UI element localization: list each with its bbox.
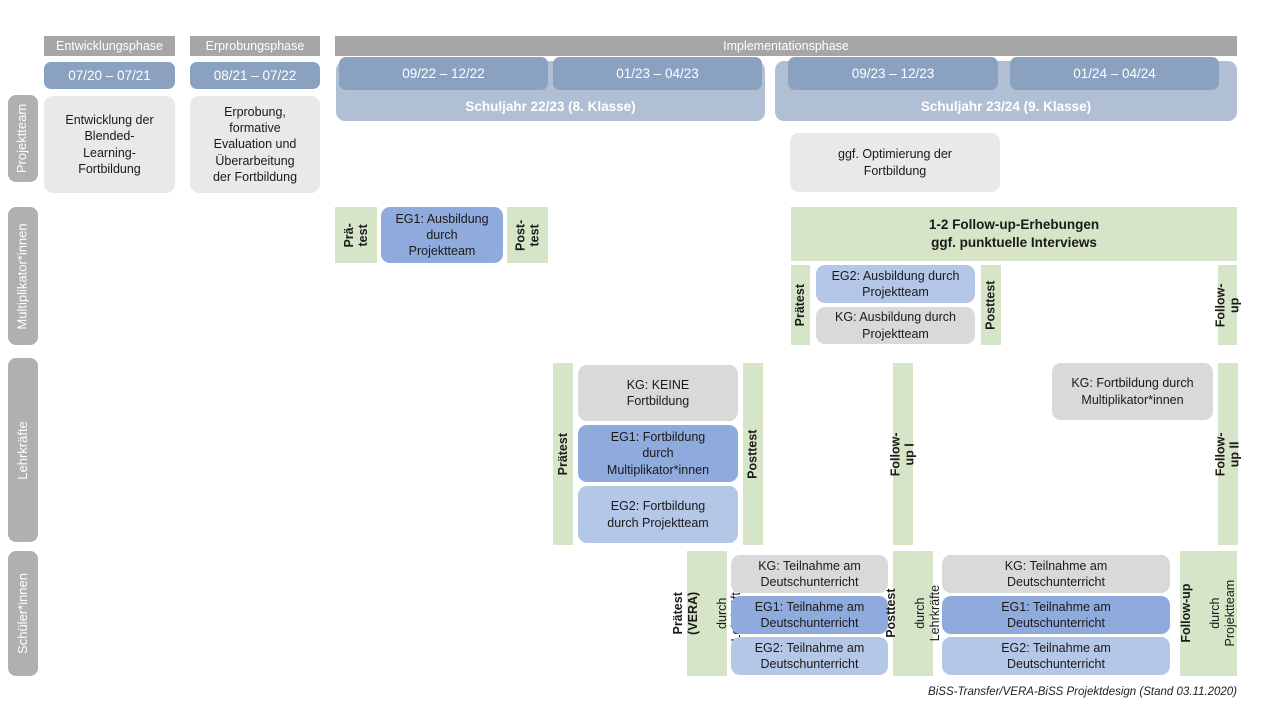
tick-praetest-vera-schueler: Prätest (VERA) durch Lehrkräfte bbox=[671, 551, 743, 676]
posttest-sublabel: durch Lehrkräfte bbox=[913, 585, 942, 642]
row-label-multiplikatorinnen: Multiplikator*innen bbox=[8, 207, 38, 345]
phase-header-entwicklungsphase: Entwicklungsphase bbox=[44, 36, 175, 56]
date-range-0720-0721: 07/20 – 07/21 bbox=[44, 62, 175, 89]
date-range-0821-0722: 08/21 – 07/22 bbox=[190, 62, 320, 89]
box-followup-erhebungen: 1-2 Follow-up-Erhebungen ggf. punktuelle… bbox=[791, 207, 1237, 261]
tick-praetest-multiplikatoren-1: Prä- test bbox=[335, 207, 377, 263]
row-label-multiplikatorinnen-text: Multiplikator*innen bbox=[14, 222, 30, 330]
box-kg-fortbildung-multiplikatoren: KG: Fortbildung durch Multiplikator*inne… bbox=[1052, 363, 1213, 420]
phase-header-erprobungsphase: Erprobungsphase bbox=[190, 36, 320, 56]
tick-posttest-schueler: Posttest durch Lehrkräfte bbox=[884, 551, 941, 676]
tick-followup1-lehrkraefte-text: Follow-up I bbox=[888, 432, 917, 476]
tick-posttest-lehrkraefte: Posttest bbox=[743, 363, 763, 545]
tick-followup-multiplikatoren-text: Follow-up bbox=[1213, 283, 1242, 327]
tick-praetest-lehrkraefte: Prätest bbox=[553, 363, 573, 545]
followup-label: Follow-up bbox=[1179, 583, 1194, 644]
row-label-schuelerinnen: Schüler*innen bbox=[8, 551, 38, 676]
box-kg-keine-fortbildung: KG: KEINE Fortbildung bbox=[578, 365, 738, 421]
posttest-label: Posttest bbox=[884, 588, 899, 639]
praetest-vera-label: Prätest (VERA) bbox=[671, 591, 700, 636]
tick-followup-multiplikatoren: Follow-up bbox=[1213, 265, 1242, 345]
box-kg-teilnahme-2: KG: Teilnahme am Deutschunterricht bbox=[942, 555, 1170, 593]
tick-praetest-multiplikatoren-2: Prätest bbox=[791, 265, 810, 345]
tick-followup2-lehrkraefte: Follow-up II bbox=[1214, 363, 1242, 545]
box-entwicklung-fortbildung: Entwicklung der Blended- Learning- Fortb… bbox=[44, 96, 175, 193]
tick-followup-schueler: Follow-up durch Projektteam bbox=[1180, 551, 1237, 676]
date-range-0922-1222: 09/22 – 12/22 bbox=[339, 57, 548, 90]
tick-praetest-lehrkraefte-text: Prätest bbox=[555, 432, 570, 476]
tick-posttest-multiplikatoren-2-text: Posttest bbox=[983, 280, 998, 330]
date-range-0124-0424: 01/24 – 04/24 bbox=[1010, 57, 1219, 90]
box-eg1-fortbildung-multiplikatoren: EG1: Fortbildung durch Multiplikator*inn… bbox=[578, 425, 738, 482]
tick-praetest-multiplikatoren-2-text: Prätest bbox=[793, 283, 808, 327]
row-label-lehrkraefte: Lehrkräfte bbox=[8, 358, 38, 542]
tick-followup-schueler-text: Follow-up durch Projektteam bbox=[1165, 580, 1251, 647]
box-kg-ausbildung-projektteam: KG: Ausbildung durch Projektteam bbox=[816, 307, 975, 344]
box-eg1-ausbildung-projektteam: EG1: Ausbildung durch Projektteam bbox=[381, 207, 503, 263]
row-label-lehrkraefte-text: Lehrkräfte bbox=[14, 420, 30, 480]
date-range-0123-0423: 01/23 – 04/23 bbox=[553, 57, 762, 90]
followup-sublabel: durch Projektteam bbox=[1208, 580, 1237, 647]
row-label-projektteam: Projektteam bbox=[8, 95, 38, 182]
schoolyear-label-23-24: Schuljahr 23/24 (9. Klasse) bbox=[920, 99, 1092, 114]
box-optimierung-fortbildung: ggf. Optimierung der Fortbildung bbox=[790, 133, 1000, 192]
schoolyear-label-22-23: Schuljahr 22/23 (8. Klasse) bbox=[465, 99, 636, 114]
tick-posttest-lehrkraefte-text: Posttest bbox=[745, 429, 760, 479]
box-eg1-teilnahme-2: EG1: Teilnahme am Deutschunterricht bbox=[942, 596, 1170, 634]
row-label-schuelerinnen-text: Schüler*innen bbox=[14, 573, 30, 654]
box-eg1-teilnahme-1: EG1: Teilnahme am Deutschunterricht bbox=[731, 596, 888, 634]
phase-header-implementationsphase: Implementationsphase bbox=[335, 36, 1237, 56]
tick-praetest-multiplikatoren-1-text: Prä- test bbox=[341, 222, 370, 248]
tick-posttest-multiplikatoren-1: Post- test bbox=[507, 207, 548, 263]
box-eg2-ausbildung-projektteam: EG2: Ausbildung durch Projektteam bbox=[816, 265, 975, 303]
tick-followup2-lehrkraefte-text: Follow-up II bbox=[1213, 432, 1242, 476]
tick-posttest-multiplikatoren-2: Posttest bbox=[981, 265, 1001, 345]
tick-posttest-multiplikatoren-1-text: Post- test bbox=[513, 219, 542, 251]
box-erprobung-evaluation: Erprobung, formative Evaluation und Über… bbox=[190, 96, 320, 193]
box-eg2-fortbildung-projektteam: EG2: Fortbildung durch Projektteam bbox=[578, 486, 738, 543]
date-range-0923-1223: 09/23 – 12/23 bbox=[788, 57, 998, 90]
tick-followup1-lehrkraefte: Follow-up I bbox=[889, 363, 917, 545]
caption-projektdesign: BiSS-Transfer/VERA-BiSS Projektdesign (S… bbox=[928, 686, 1237, 698]
box-eg2-teilnahme-1: EG2: Teilnahme am Deutschunterricht bbox=[731, 637, 888, 675]
box-eg2-teilnahme-2: EG2: Teilnahme am Deutschunterricht bbox=[942, 637, 1170, 675]
box-kg-teilnahme-1: KG: Teilnahme am Deutschunterricht bbox=[731, 555, 888, 593]
row-label-projektteam-text: Projektteam bbox=[14, 103, 30, 174]
